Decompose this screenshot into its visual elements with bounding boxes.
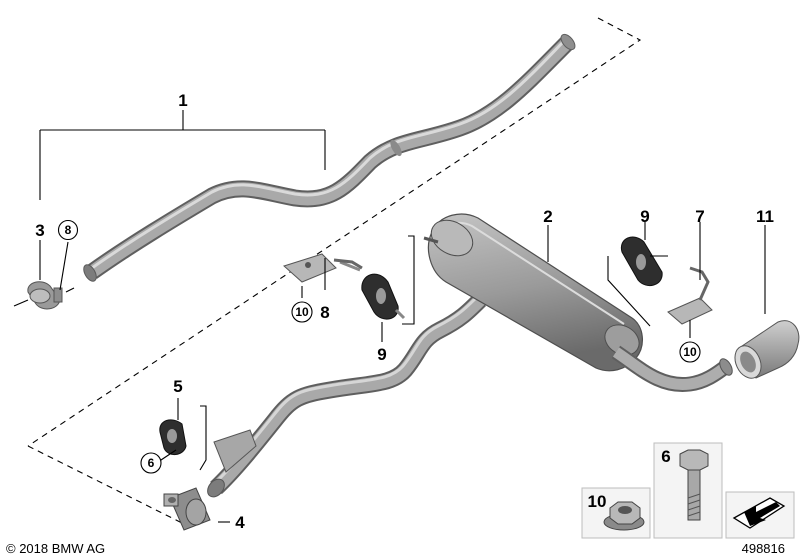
callout-9-lower: 9 <box>377 345 386 364</box>
tailpipe-tip-part <box>734 320 800 379</box>
callout-10-right-circle <box>679 341 701 363</box>
callout-6-circle <box>140 452 162 474</box>
callout-7: 7 <box>695 207 704 226</box>
callout-2: 2 <box>543 207 552 226</box>
callout-11: 11 <box>756 207 774 226</box>
callout-10-circled-left: 10 <box>295 305 309 319</box>
callout-10-circled-right: 10 <box>683 345 697 359</box>
front-pipe-part <box>83 33 576 282</box>
callout-8-circled: 8 <box>65 223 72 237</box>
callout-8-circle <box>57 219 79 241</box>
rubber-mount-right-part <box>620 236 663 287</box>
callout-9-upper: 9 <box>640 207 649 226</box>
leader-lines <box>39 110 766 523</box>
pipe-clamp-lower-part <box>163 487 211 531</box>
bracket-right-part <box>667 266 713 325</box>
flange-nut-icon <box>603 501 645 531</box>
rear-silencer-part <box>207 213 733 498</box>
callouts: 1 2 3 8 9 7 11 10 8 9 10 5 6 4 <box>35 91 774 532</box>
callout-1: 1 <box>178 91 187 110</box>
diagram-number: 498816 <box>742 541 785 556</box>
legend-nut-number: 10 <box>588 492 607 511</box>
assembly-boundary-dashed <box>27 17 642 527</box>
callout-4: 4 <box>235 513 245 532</box>
rubber-mount-part <box>339 260 406 320</box>
pipe-clamp-part <box>13 281 75 310</box>
rubber-mount-lower-part <box>159 419 187 455</box>
callout-5: 5 <box>173 377 182 396</box>
hex-bolt-icon <box>679 449 709 521</box>
arrow-down-left-icon <box>732 497 786 529</box>
bracket-plate-part <box>283 253 363 283</box>
copyright-text: © 2018 BMW AG <box>6 541 105 556</box>
callout-8: 8 <box>320 303 329 322</box>
legend-bolt-number: 6 <box>661 447 670 466</box>
hardware-legend: 10 6 <box>581 442 795 539</box>
callout-10-left-circle <box>291 301 313 323</box>
callout-6-circled: 6 <box>148 456 155 470</box>
callout-3: 3 <box>35 221 44 240</box>
